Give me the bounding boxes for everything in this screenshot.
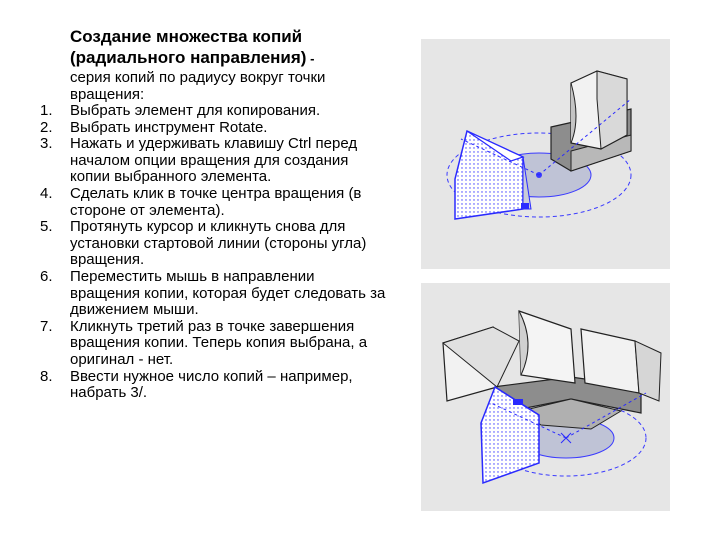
instruction-text: Создание множества копий (радиального на… (38, 26, 388, 402)
list-item: 7.Кликнуть третий раз в точке завершения… (40, 317, 368, 368)
steps-list: 1.Выбрать элемент для копирования. 2.Выб… (38, 102, 388, 402)
rotate-array-drawing (441, 310, 662, 485)
list-item: 2.Выбрать инструмент Rotate. (40, 118, 268, 136)
list-item: 6.Переместить мышь в направлении вращени… (40, 267, 386, 319)
list-item: 1.Выбрать элемент для копирования. (40, 102, 321, 119)
rotation-illustration-1 (421, 39, 670, 269)
list-item: 8.Ввести нужное число копий – например, … (40, 367, 353, 402)
rotation-illustration-2 (421, 283, 670, 511)
list-item: 3.Нажать и удерживать клавишу Ctrl перед… (40, 135, 358, 186)
list-item: 4.Сделать клик в точке центра вращения (… (40, 184, 362, 219)
slide-subtitle: серия копий по радиусу вокруг точки вращ… (70, 69, 326, 103)
rotate-copy-drawing (446, 70, 632, 220)
slide-title: Создание множества копий (радиального на… (70, 27, 315, 67)
list-item: 5.Протянуть курсор и кликнуть снова для … (40, 218, 367, 269)
